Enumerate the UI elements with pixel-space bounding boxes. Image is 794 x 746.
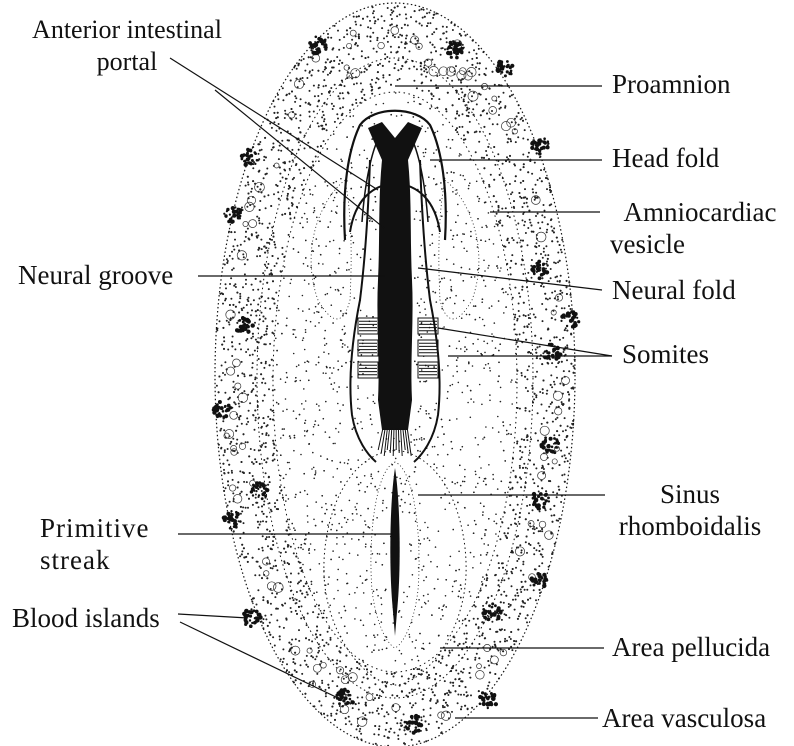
blood-island <box>212 400 233 419</box>
label-anterior-intestinal-portal: Anterior intestinal portal <box>22 14 232 78</box>
label-amniocardiac-vesicle: Amniocardiac vesicle <box>610 196 790 260</box>
label-somites: Somites <box>622 339 709 369</box>
blood-island <box>560 310 580 328</box>
blood-island <box>223 206 242 224</box>
somite <box>358 340 378 356</box>
label-amniocardiac-vesicle-line2: vesicle <box>610 228 790 260</box>
label-primitive-streak-line1: Primitive <box>40 512 150 544</box>
blood-island <box>530 572 549 588</box>
leader-blood-islands-1 <box>178 614 248 618</box>
blood-island <box>235 316 255 334</box>
somite <box>358 318 378 334</box>
label-primitive-streak: Primitive streak <box>40 512 150 576</box>
label-proamnion: Proamnion <box>612 69 731 99</box>
label-head-fold: Head fold <box>612 143 719 173</box>
label-area-vasculosa: Area vasculosa <box>602 703 766 733</box>
blood-island <box>335 688 355 708</box>
blood-island <box>481 602 502 621</box>
label-anterior-intestinal-portal-line1: Anterior intestinal <box>22 14 232 46</box>
label-area-pellucida: Area pellucida <box>612 632 770 662</box>
neural-groove-caudal-brush <box>378 428 411 456</box>
label-blood-islands: Blood islands <box>12 603 160 633</box>
blood-island <box>250 481 270 500</box>
blood-island <box>446 40 464 59</box>
somite <box>418 340 438 356</box>
label-neural-fold: Neural fold <box>612 275 736 305</box>
blood-island <box>478 691 498 709</box>
leader-somites-1 <box>438 328 612 356</box>
label-anterior-intestinal-portal-line2: portal <box>22 46 232 78</box>
blood-island <box>530 260 549 281</box>
blood-island <box>308 36 328 56</box>
blood-island <box>240 148 258 167</box>
label-sinus-rhomboidalis-line1: Sinus <box>610 478 770 510</box>
label-sinus-rhomboidalis-line2: rhomboidalis <box>610 510 770 542</box>
label-sinus-rhomboidalis: Sinus rhomboidalis <box>610 478 770 542</box>
leader-blood-islands-2 <box>180 622 338 698</box>
leader-neural-fold <box>418 268 602 290</box>
blood-island <box>496 60 515 78</box>
label-neural-groove: Neural groove <box>18 260 173 290</box>
label-primitive-streak-line2: streak <box>40 544 150 576</box>
leader-anterior-intestinal-portal-2 <box>215 90 384 228</box>
label-amniocardiac-vesicle-line1: Amniocardiac <box>610 196 790 228</box>
